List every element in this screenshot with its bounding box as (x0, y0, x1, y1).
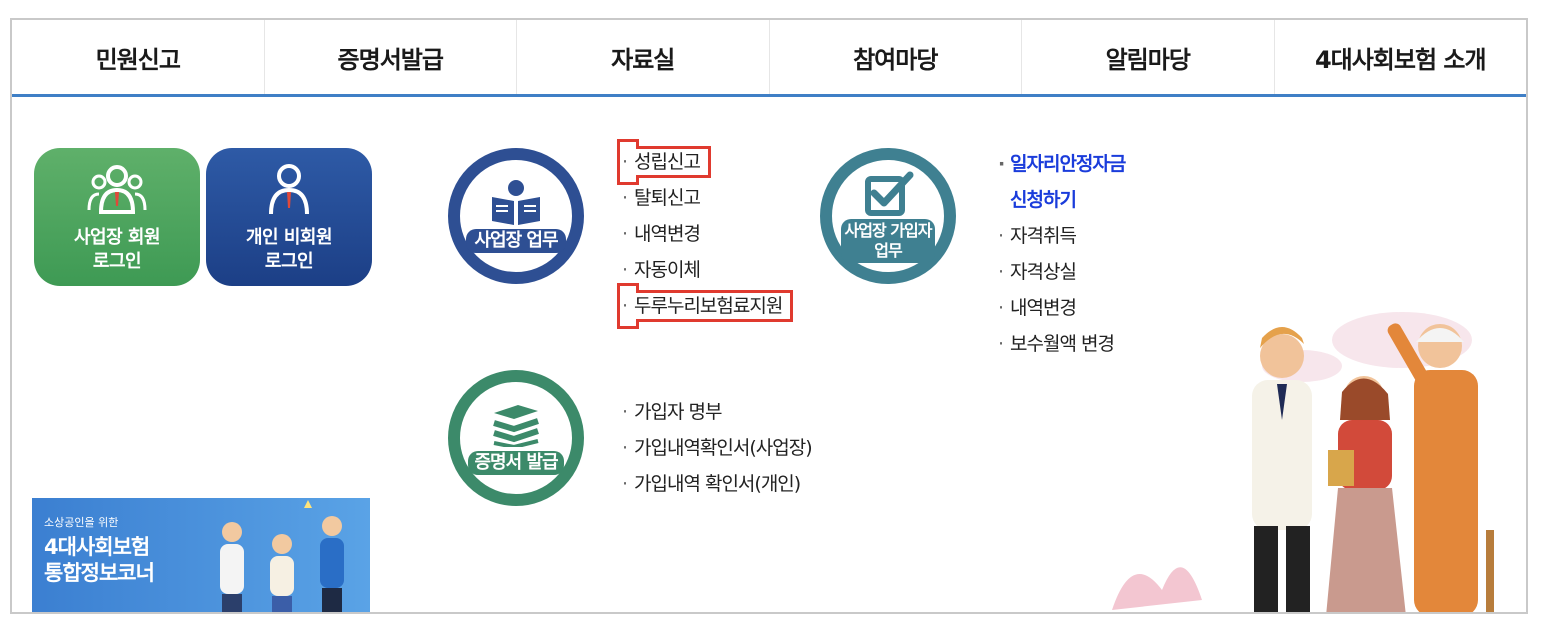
certificate-circle[interactable]: 증명서 발급 (448, 370, 584, 506)
certificate-label: 증명서 발급 (468, 451, 564, 475)
personal-login-label: 개인 비회원 로그인 (245, 227, 333, 272)
link-text: 자동이체 (634, 259, 701, 281)
checkbox-icon (865, 171, 914, 216)
workers-illustration (1112, 312, 1494, 612)
link-monthly-pay-change[interactable]: ·보수월액 변경 (998, 333, 1115, 355)
person-icon (269, 164, 309, 215)
link-qualification-acquisition[interactable]: ·자격취득 (998, 225, 1077, 247)
nav-civil-report[interactable]: 민원신고 (12, 20, 265, 94)
link-auto-transfer[interactable]: ·자동이체 (622, 259, 701, 281)
link-member-details-change[interactable]: ·내역변경 (998, 297, 1077, 319)
link-text: 보수월액 변경 (1010, 333, 1115, 355)
people-illustration (220, 500, 344, 612)
business-work-circle[interactable]: 사업장 업무 (448, 148, 584, 284)
banner-title: 4대사회보험 통합정보코너 (44, 535, 155, 585)
link-text: 자격상실 (1010, 261, 1077, 283)
nav-participation[interactable]: 참여마당 (770, 20, 1022, 94)
member-work-label: 사업장 가입자 업무 (840, 219, 936, 263)
banner-subtitle: 소상공인을 위한 (44, 516, 119, 529)
business-login-label: 사업장 회원 로그인 (73, 227, 161, 272)
link-text: 내역변경 (634, 223, 701, 245)
personal-login-button[interactable]: 개인 비회원 로그인 (206, 148, 372, 286)
business-login-button[interactable]: 사업장 회원 로그인 (34, 148, 200, 286)
link-details-change[interactable]: ·내역변경 (622, 223, 701, 245)
link-text: 신청하기 (1010, 189, 1077, 211)
link-text: 가입내역 확인서(개인) (634, 473, 801, 495)
certificate-links: ·가입자 명부 ·가입내역확인서(사업장) ·가입내역 확인서(개인) (622, 394, 813, 502)
nav-insurance-intro[interactable]: 4대사회보험 소개 (1314, 45, 1487, 74)
link-business-certificate[interactable]: ·가입내역확인서(사업장) (622, 437, 813, 459)
link-member-list[interactable]: ·가입자 명부 (622, 401, 722, 423)
member-work-links: ·일자리안정자금 신청하기 ·자격취득 ·자격상실 ·내역변경 ·보수월액 변경 (998, 146, 1126, 362)
link-text: 두루누리보험료지원 (634, 295, 783, 317)
link-text: 성립신고 (634, 151, 701, 173)
link-text: 가입내역확인서(사업장) (634, 437, 813, 459)
nav-divider (12, 94, 1526, 97)
book-reader-icon (492, 180, 540, 225)
link-text: 일자리안정자금 (1010, 153, 1126, 175)
link-establishment-report[interactable]: ·성립신고 (617, 144, 788, 180)
nav-notice[interactable]: 알림마당 (1022, 20, 1275, 94)
business-members-icon (87, 165, 147, 214)
link-job-stability-fund[interactable]: ·일자리안정자금 (998, 153, 1126, 175)
link-qualification-loss[interactable]: ·자격상실 (998, 261, 1077, 283)
business-work-links: ·성립신고 ·탈퇴신고 ·내역변경 ·자동이체 ·두루누리보험료지원 (616, 144, 794, 324)
top-navigation: 민원신고 증명서발급 자료실 참여마당 알림마당 4대사회보험 소개 (12, 20, 1526, 94)
nav-certificate[interactable]: 증명서발급 (265, 20, 517, 94)
link-withdrawal-report[interactable]: ·탈퇴신고 (622, 187, 701, 209)
nav-data-room[interactable]: 자료실 (517, 20, 770, 94)
stacked-books-icon (493, 405, 539, 447)
link-durunuri-support[interactable]: ·두루누리보험료지원 (616, 288, 794, 324)
link-personal-certificate[interactable]: ·가입내역 확인서(개인) (622, 473, 801, 495)
link-text: 가입자 명부 (634, 401, 722, 423)
integrated-info-banner[interactable]: 소상공인을 위한 4대사회보험 통합정보코너 (32, 498, 370, 612)
link-text: 자격취득 (1010, 225, 1077, 247)
link-text: 탈퇴신고 (634, 187, 701, 209)
main-menu-panel: 민원신고 증명서발급 자료실 참여마당 알림마당 4대사회보험 소개 사업장 회… (10, 18, 1528, 614)
link-text: 내역변경 (1010, 297, 1077, 319)
link-apply[interactable]: 신청하기 (998, 182, 1125, 218)
business-work-label: 사업장 업무 (466, 229, 566, 253)
member-work-circle[interactable]: 사업장 가입자 업무 (820, 148, 956, 284)
